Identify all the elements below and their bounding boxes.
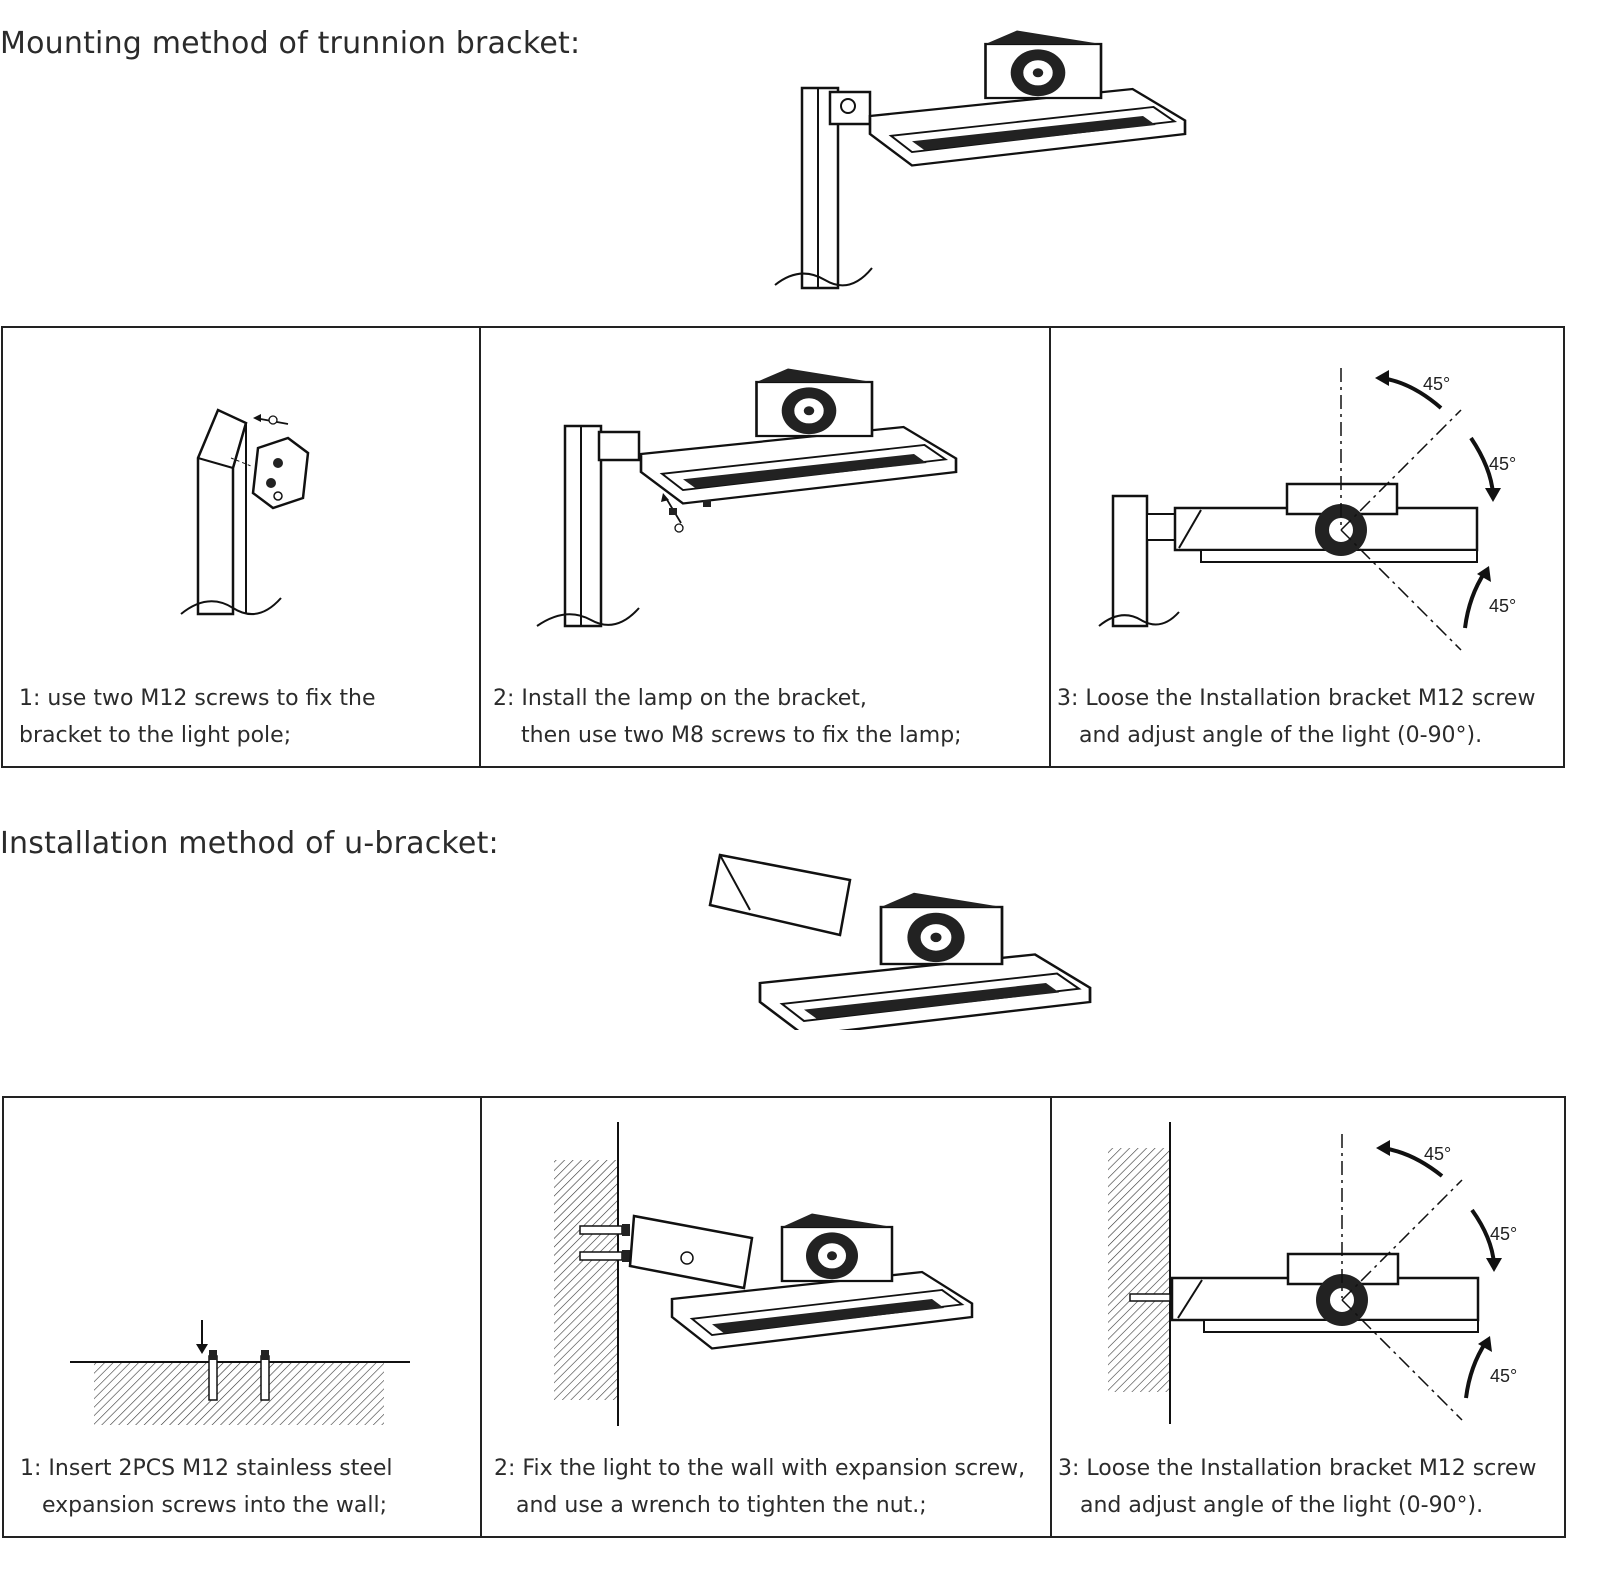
caption-line-2: and adjust angle of the light (0-90°). (1079, 723, 1483, 748)
trunnion-step-1-caption: 1: use two M12 screws to fix the bracket… (19, 680, 376, 754)
caption-line-2: and adjust angle of the light (0-90°). (1080, 1493, 1484, 1518)
caption-line-1: 1: Insert 2PCS M12 stainless steel (20, 1456, 393, 1481)
angle-label-right: 45° (1489, 454, 1516, 474)
u-bracket-step-1-caption: 1: Insert 2PCS M12 stainless steel expan… (20, 1450, 393, 1524)
u-bracket-step-2-caption: 2: Fix the light to the wall with expans… (494, 1450, 1025, 1524)
angle-label-bottom: 45° (1489, 596, 1516, 616)
trunnion-step-2-caption: 2: Install the lamp on the bracket, then… (493, 680, 962, 754)
caption-line-2: and use a wrench to tighten the nut.; (516, 1493, 927, 1518)
angle-label-top: 45° (1424, 1144, 1451, 1164)
angle-label-right: 45° (1490, 1224, 1517, 1244)
section-heading-u-bracket: Installation method of u-bracket: (0, 826, 499, 861)
u-bracket-hero-illustration (708, 853, 1120, 1030)
trunnion-step-2-illustration (536, 328, 1051, 628)
u-bracket-step-1: 1: Insert 2PCS M12 stainless steel expan… (4, 1098, 480, 1536)
angle-label-bottom: 45° (1490, 1366, 1517, 1386)
section-heading-trunnion: Mounting method of trunnion bracket: (0, 26, 581, 61)
caption-line-1: 3: Loose the Installation bracket M12 sc… (1058, 1456, 1537, 1481)
caption-line-1: 1: use two M12 screws to fix the (19, 686, 376, 711)
u-bracket-step-3-caption: 3: Loose the Installation bracket M12 sc… (1058, 1450, 1536, 1524)
caption-line-1: 2: Install the lamp on the bracket, (493, 686, 867, 711)
angle-label-top: 45° (1423, 374, 1450, 394)
trunnion-step-3-illustration: 45° 45° 45° (1098, 368, 1516, 651)
trunnion-step-1-illustration (180, 408, 310, 616)
trunnion-hero-illustration (774, 30, 1190, 290)
u-bracket-step-3-illustration: 45° 45° 45° (1108, 1122, 1517, 1424)
trunnion-step-1: 1: use two M12 screws to fix the bracket… (3, 328, 479, 766)
u-bracket-step-1-illustration (70, 1320, 410, 1425)
trunnion-steps-panel: 1: use two M12 screws to fix the bracket… (1, 326, 1565, 768)
trunnion-step-3: 45° 45° 45° 3: Loose the Installation br… (1049, 328, 1563, 766)
u-bracket-step-2-illustration (554, 1122, 974, 1426)
trunnion-step-2: 2: Install the lamp on the bracket, then… (479, 328, 1049, 766)
caption-line-1: 2: Fix the light to the wall with expans… (494, 1456, 1026, 1481)
u-bracket-step-2: 2: Fix the light to the wall with expans… (480, 1098, 1050, 1536)
u-bracket-steps-panel: 1: Insert 2PCS M12 stainless steel expan… (2, 1096, 1566, 1538)
u-bracket-step-3: 45° 45° 45° 3: Loose the Installation br… (1050, 1098, 1564, 1536)
trunnion-step-3-caption: 3: Loose the Installation bracket M12 sc… (1057, 680, 1535, 754)
caption-line-1: 3: Loose the Installation bracket M12 sc… (1057, 686, 1536, 711)
caption-line-2: expansion screws into the wall; (42, 1493, 387, 1518)
caption-line-2: then use two M8 screws to fix the lamp; (521, 723, 962, 748)
caption-line-2: bracket to the light pole; (19, 723, 292, 748)
